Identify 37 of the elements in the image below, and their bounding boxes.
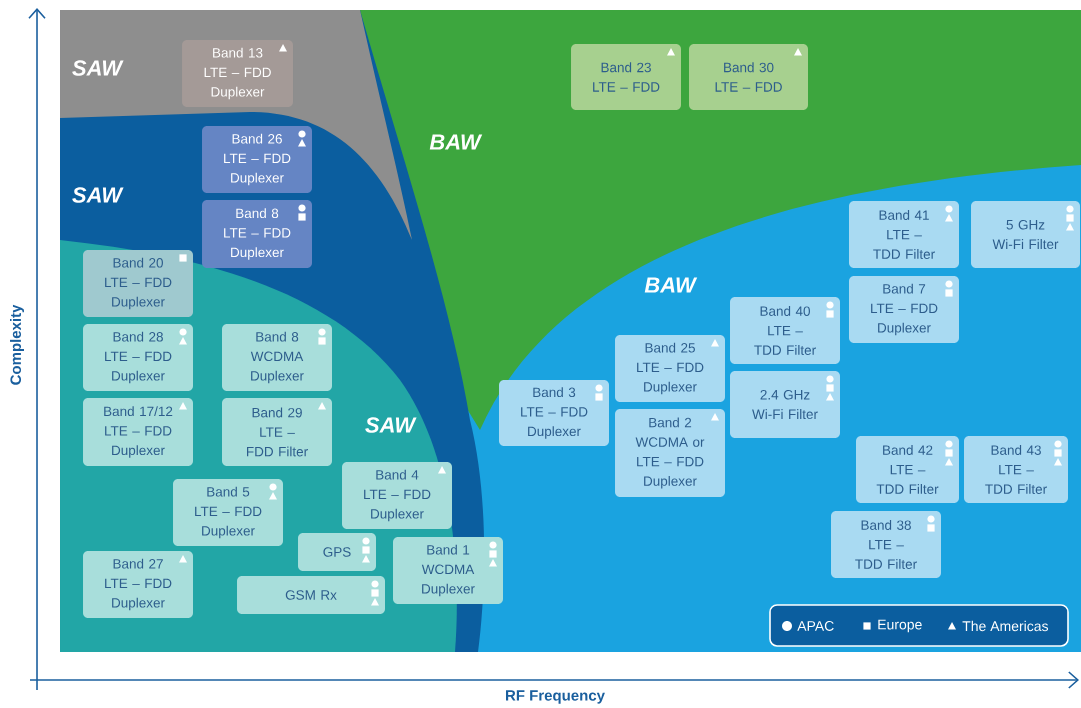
legend-label: Europe: [878, 619, 922, 633]
region-label: BAW: [429, 134, 483, 150]
band-box: Band 38 LTE – TDD Filter: [831, 511, 941, 578]
band-box: Band 4 LTE – FDD Duplexer: [342, 462, 452, 529]
band-box: Band 27 LTE – FDD Duplexer: [83, 551, 193, 618]
band-box: Band 30 LTE – FDD: [689, 44, 808, 110]
region-label: SAW: [72, 60, 124, 76]
band-box: Band 1 WCDMA Duplexer: [393, 537, 503, 604]
region-label: SAW: [365, 417, 417, 433]
band-box: Band 29 LTE – FDD Filter: [222, 398, 332, 466]
band-box: Band 13 LTE – FDD Duplexer: [182, 40, 293, 107]
axis-title: RF Frequency: [506, 690, 605, 704]
region-label: SAW: [72, 187, 124, 203]
band-box: Band 41 LTE – TDD Filter: [849, 201, 959, 268]
band-box: Band 8 WCDMA Duplexer: [222, 324, 332, 391]
band-box: Band 5 LTE – FDD Duplexer: [173, 479, 283, 546]
band-box: Band 43 LTE – TDD Filter: [964, 436, 1068, 503]
band-box: Band 23 LTE – FDD: [571, 44, 681, 110]
band-box: Band 28 LTE – FDD Duplexer: [83, 324, 193, 391]
band-box: 5 GHz Wi-Fi Filter: [971, 201, 1080, 268]
band-box: Band 17/12 LTE – FDD Duplexer: [83, 398, 193, 466]
band-box: GPS: [298, 533, 376, 571]
band-box: Band 25 LTE – FDD Duplexer: [615, 335, 725, 402]
band-box: Band 40 LTE – TDD Filter: [730, 297, 840, 364]
band-box: Band 20 LTE – FDD Duplexer: [83, 250, 193, 317]
band-box: Band 7 LTE – FDD Duplexer: [849, 276, 959, 343]
band-box: Band 26 LTE – FDD Duplexer: [202, 126, 312, 193]
legend-label: APAC: [797, 621, 834, 631]
band-box: 2.4 GHz Wi-Fi Filter: [730, 371, 840, 438]
axis-title: Complexity: [10, 304, 24, 385]
legend-label: The Americas: [962, 620, 1049, 632]
band-box: Band 8 LTE – FDD Duplexer: [202, 200, 312, 268]
band-box: GSM Rx: [237, 576, 385, 614]
region-label: BAW: [644, 277, 698, 293]
band-box: Band 2 WCDMA or LTE – FDD Duplexer: [615, 409, 725, 497]
band-box: Band 42 LTE – TDD Filter: [856, 436, 959, 503]
band-box: Band 3 LTE – FDD Duplexer: [499, 380, 609, 446]
